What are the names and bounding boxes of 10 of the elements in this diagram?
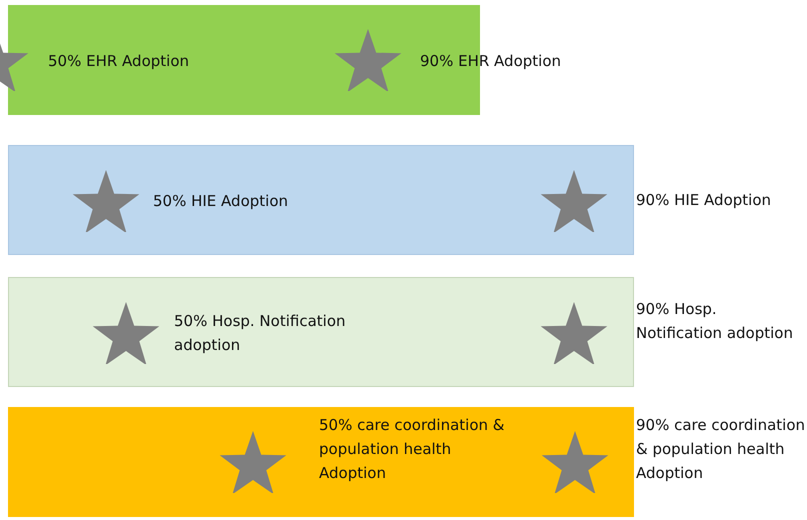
milestone-bar bbox=[8, 407, 634, 517]
milestone-label: 90% Hosp. Notification adoption bbox=[636, 299, 794, 344]
milestone-label: 50% Hosp. Notification adoption bbox=[174, 311, 347, 356]
milestone-label: 50% HIE Adoption bbox=[153, 191, 290, 212]
milestone-bar bbox=[8, 145, 634, 255]
milestone-label: 50% care coordination & population health Adoption bbox=[319, 415, 506, 484]
milestone-bar bbox=[8, 277, 634, 387]
milestone-label: 50% EHR Adoption bbox=[48, 51, 190, 72]
milestone-label: 90% HIE Adoption bbox=[636, 190, 772, 211]
milestone-label: 90% care coordination & population health Adoption bbox=[636, 415, 806, 484]
